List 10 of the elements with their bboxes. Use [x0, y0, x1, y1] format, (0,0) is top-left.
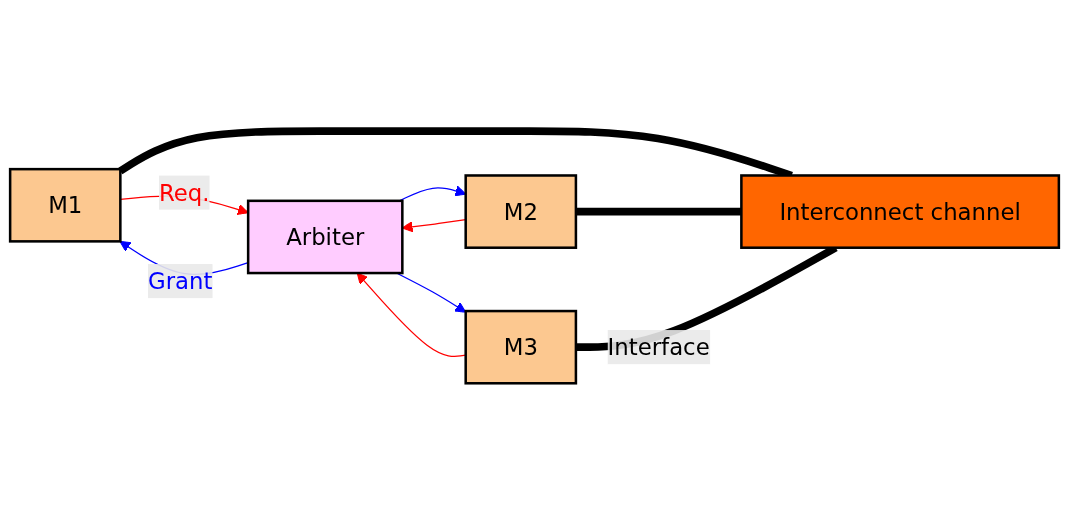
node-box: Interconnect channel	[740, 174, 1061, 250]
edge-label: Grant	[147, 268, 213, 295]
node-box: M3	[464, 310, 578, 385]
node-box: Arbiter	[246, 199, 404, 275]
arrow	[356, 272, 467, 358]
edge-label: Interface	[607, 334, 710, 361]
node-box: M2	[464, 174, 578, 250]
edge-label: Req.	[158, 179, 210, 207]
node-box: M1	[8, 168, 122, 243]
connector	[575, 208, 742, 216]
